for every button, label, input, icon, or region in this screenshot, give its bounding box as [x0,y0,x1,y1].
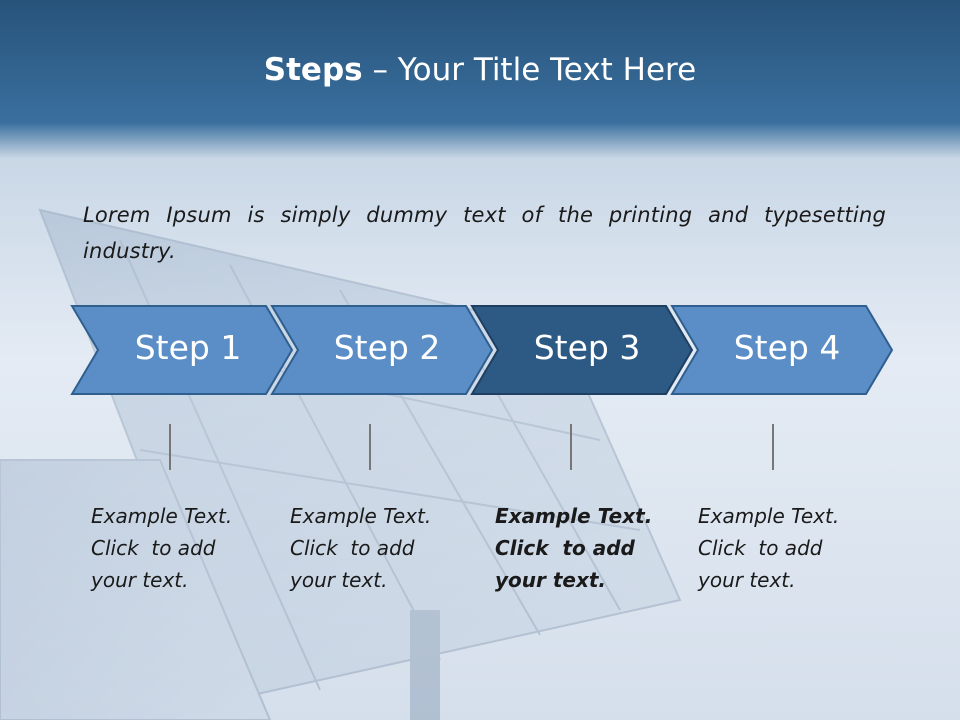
step-3-line-2: Click to add [495,536,635,560]
step-3-label: Step 3 [533,328,641,367]
title-text: – Your Title Text Here [362,52,697,88]
step-2-line-1: Example Text. [290,504,432,528]
step-3-description[interactable]: Example Text. Click to add your text. [495,500,665,596]
step-4-description[interactable]: Example Text. Click to add your text. [698,500,868,596]
step-4-label: Step 4 [733,328,841,367]
intro-text: Lorem Ipsum is simply dummy text of the … [83,203,886,263]
step-4-chevron[interactable] [670,305,894,395]
step-1-line-2: Click to add [91,536,216,560]
step-1-description[interactable]: Example Text. Click to add your text. [91,500,261,596]
step-4-line-3: your text. [698,568,796,592]
step-2-line-3: your text. [290,568,388,592]
step-1-chevron[interactable] [70,305,294,395]
step-1-label: Step 1 [134,328,242,367]
step-1-line-3: your text. [91,568,189,592]
title-bold: Steps [263,52,363,88]
step-2-description[interactable]: Example Text. Click to add your text. [290,500,460,596]
step-2-chevron[interactable] [270,305,494,395]
step-2-line-2: Click to add [290,536,415,560]
step-3-line-3: your text. [495,568,607,592]
step-2-label: Step 2 [333,328,441,367]
step-3-line-1: Example Text. [495,504,653,528]
slide-title: Steps – Your Title Text Here [0,52,960,88]
step-1-line-1: Example Text. [91,504,233,528]
step-3-chevron[interactable] [470,305,694,395]
step-4-line-1: Example Text. [698,504,840,528]
step-4-line-2: Click to add [698,536,823,560]
